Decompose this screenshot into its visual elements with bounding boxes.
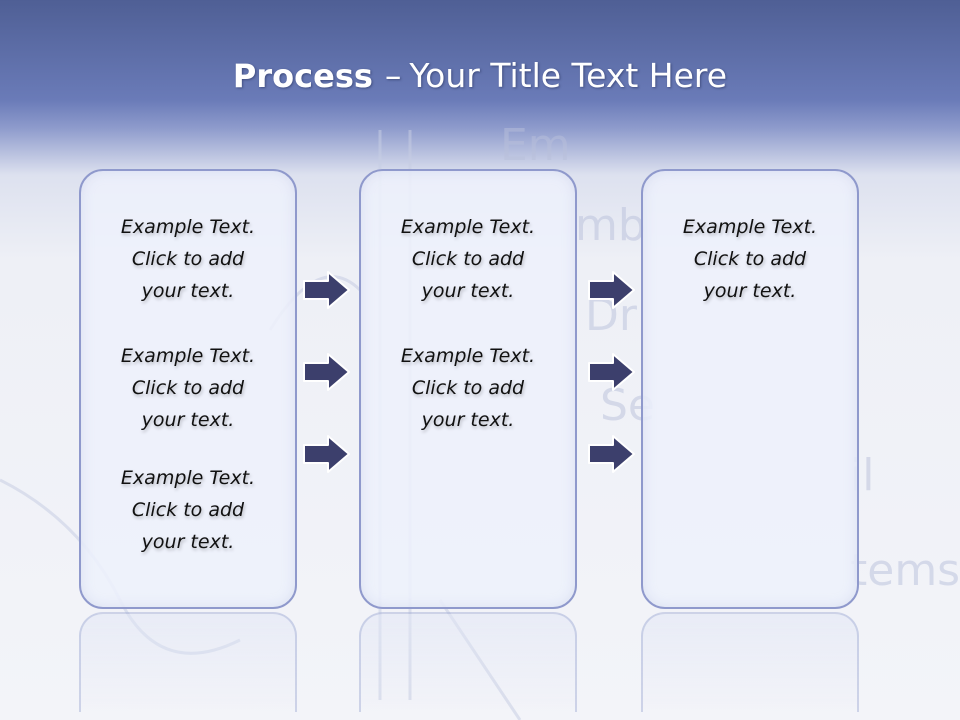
process-box-2[interactable]: [359, 169, 577, 609]
text-line: Click to add: [411, 377, 525, 399]
box-2-text-2[interactable]: Example Text. Click to add your text.: [359, 340, 577, 436]
text-line: your text.: [421, 409, 515, 431]
text-line: your text.: [141, 531, 235, 553]
box-1-text-2[interactable]: Example Text. Click to add your text.: [79, 340, 297, 436]
box-1-reflection: [79, 612, 297, 712]
bg-word-1: Em: [500, 120, 571, 171]
text-line: Click to add: [693, 248, 807, 270]
text-line: Click to add: [131, 248, 245, 270]
bg-word-6: tems: [850, 545, 960, 596]
box-1-text-1[interactable]: Example Text. Click to add your text.: [79, 211, 297, 307]
slide-title[interactable]: Process–Your Title Text Here: [0, 52, 960, 100]
title-text: Your Title Text Here: [409, 56, 728, 95]
right-arrow-icon: [588, 353, 635, 391]
text-line: your text.: [141, 280, 235, 302]
text-line: Example Text.: [682, 216, 818, 238]
text-line: your text.: [703, 280, 797, 302]
title-bold: Process: [232, 57, 373, 95]
text-line: Example Text.: [120, 345, 256, 367]
box-3-reflection: [641, 612, 859, 712]
box-3-text-1[interactable]: Example Text. Click to add your text.: [641, 211, 859, 307]
process-box-3[interactable]: [641, 169, 859, 609]
text-line: your text.: [421, 280, 515, 302]
title-separator: –: [384, 56, 402, 95]
right-arrow-icon: [303, 435, 350, 473]
text-line: Click to add: [131, 499, 245, 521]
right-arrow-icon: [588, 271, 635, 309]
text-line: Example Text.: [120, 216, 256, 238]
text-line: Example Text.: [120, 467, 256, 489]
text-line: Example Text.: [400, 216, 536, 238]
text-line: Click to add: [411, 248, 525, 270]
right-arrow-icon: [588, 435, 635, 473]
text-line: your text.: [141, 409, 235, 431]
right-arrow-icon: [303, 271, 350, 309]
box-1-text-3[interactable]: Example Text. Click to add your text.: [79, 462, 297, 558]
box-2-reflection: [359, 612, 577, 712]
text-line: Example Text.: [400, 345, 536, 367]
bg-word-2: mb: [575, 200, 646, 251]
text-line: Click to add: [131, 377, 245, 399]
right-arrow-icon: [303, 353, 350, 391]
process-box-1[interactable]: [79, 169, 297, 609]
box-2-text-1[interactable]: Example Text. Click to add your text.: [359, 211, 577, 307]
